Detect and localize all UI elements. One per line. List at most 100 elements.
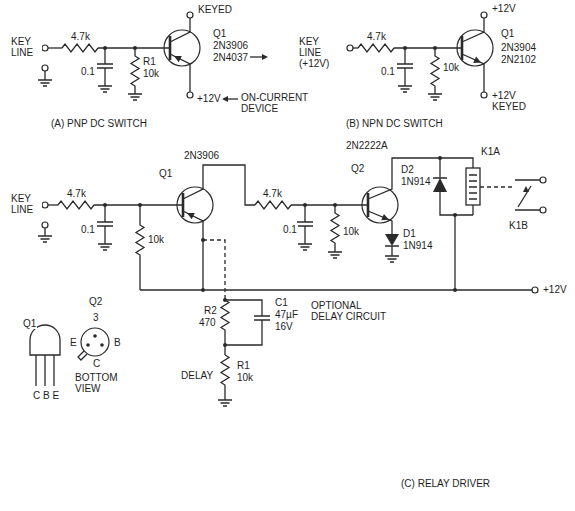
schematic-label: E [69,337,78,348]
pnp-switch-circuit-part [97,48,113,92]
schematic-label: KEY LINE [10,36,42,58]
schematic-label: KEY LINE [10,193,42,215]
relay-driver-circuit-part [183,211,203,290]
pnp-switch-circuit-part [187,92,193,98]
relay-driver-circuit-part [201,288,205,292]
relay-driver-circuit-part [203,240,225,300]
transistor-pinout-part [78,351,87,360]
relay-driver-circuit-part [58,201,94,209]
schematic-label: 4.7k [366,31,387,42]
relay-driver-circuit [38,156,546,406]
relay-driver-circuit-part [433,158,447,178]
schematic-label: 2N2222A [345,140,389,151]
schematic-label: (C) RELAY DRIVER [400,478,491,489]
relay-driver-circuit-part [97,205,113,250]
schematic-label: C1 [274,297,289,308]
transistor-pinout-part [93,334,97,338]
relay-driver-circuit-part [182,193,185,217]
pnp-switch-circuit [38,12,268,102]
schematic-label: Q1 [158,168,173,179]
schematic-label: +12V [196,93,222,104]
relay-driver-circuit-part [48,204,58,205]
relay-driver-circuit-part [453,288,457,292]
npn-switch-circuit-part [461,36,464,60]
transistor-pinout-part [36,355,54,386]
relay-driver-circuit-part [221,300,229,355]
schematic-label: 4.7k [70,31,91,42]
schematic-label: R1 [142,56,157,67]
relay-driver-circuit-part [433,178,447,192]
schematic-label: (A) PNP DC SWITCH [50,118,148,129]
relay-driver-circuit-part [466,168,480,205]
schematic-label: Q2 [350,163,365,174]
relay-driver-circuit-part [136,205,144,290]
relay-driver-circuit-part [368,158,473,199]
schematic-label: (B) NPN DC SWITCH [345,118,444,129]
transistor-pinout-part [86,343,90,347]
relay-driver-circuit-part [480,186,512,187]
schematic-label: 2N3906 [212,40,249,51]
relay-driver-circuit-part [38,228,52,242]
schematic-label: 470 [198,317,217,328]
schematic-label: 10k [142,68,160,79]
relay-driver-circuit-part [255,201,291,209]
npn-switch-circuit-part [481,12,487,18]
schematic-label: Q2 [88,296,103,307]
pnp-switch-circuit-part [42,65,48,71]
relay-driver-circuit-part [469,175,477,199]
schematic-label: 2N3904 [500,42,537,53]
schematic-label: 10k [147,234,165,245]
schematic-label: 10k [342,226,360,237]
relay-driver-circuit-part [454,215,455,290]
relay-driver-circuit-part [291,204,368,205]
relay-driver-circuit-part [367,193,370,217]
npn-switch-circuit-part [481,92,487,98]
pnp-switch-circuit-part [42,45,48,51]
relay-driver-circuit-part [225,300,270,345]
transistor-pinout-part [100,343,104,347]
relay-driver-circuit-part [381,214,389,220]
transistor-pinout-part [30,325,60,355]
schematic-label: +12V [491,3,517,14]
relay-driver-circuit-part [523,186,529,192]
relay-driver-circuit-part [362,187,398,223]
schematic-label: OPTIONAL DELAY CIRCUIT [310,300,394,322]
schematic-label: B [113,337,122,348]
npn-switch-circuit-part [347,45,353,51]
pnp-switch-circuit-part [262,54,268,60]
schematic-label: 4.7k [66,188,87,199]
schematic-label: K1B [508,220,529,231]
schematic-label: 2N4037 [212,52,249,63]
pnp-switch-circuit-part [169,36,172,60]
relay-driver-circuit-part [540,207,546,213]
relay-driver-circuit-part [187,213,195,219]
schematic-label: D2 [400,164,415,175]
schematic-label: C B E [32,390,60,401]
relay-driver-circuit-part [515,180,540,210]
schematic-label: 16V [274,321,294,332]
schematic-label: 0.1 [80,224,96,235]
relay-driver-circuit-part [140,289,532,290]
npn-switch-circuit-part [462,18,484,92]
schematic-label: 0.1 [282,224,298,235]
pnp-switch-circuit-part [250,56,263,57]
schematic-label: KEYED [197,4,233,15]
relay-driver-circuit-part [368,211,392,234]
schematic-label: +12V KEYED [491,90,535,112]
schematic-label: ON-CURRENT DEVICE [240,92,314,114]
schematic-label: Q1 [22,318,37,329]
pnp-switch-circuit-part [62,44,98,52]
relay-driver-circuit-part [218,355,232,406]
relay-driver-circuit-part [385,246,399,262]
schematic-label: 4.7k [262,188,283,199]
pnp-switch-circuit-part [48,47,62,48]
pnp-switch-circuit-part [187,12,193,18]
relay-driver-circuit-part [328,205,342,258]
relay-driver-circuit-part [42,222,48,228]
schematic-label: BOTTOM VIEW [74,372,122,394]
schematic-label: +12V [542,284,568,295]
schematic-label: DELAY [180,370,214,381]
relay-driver-circuit-part [540,177,546,183]
schematic-label: Q1 [500,28,515,39]
